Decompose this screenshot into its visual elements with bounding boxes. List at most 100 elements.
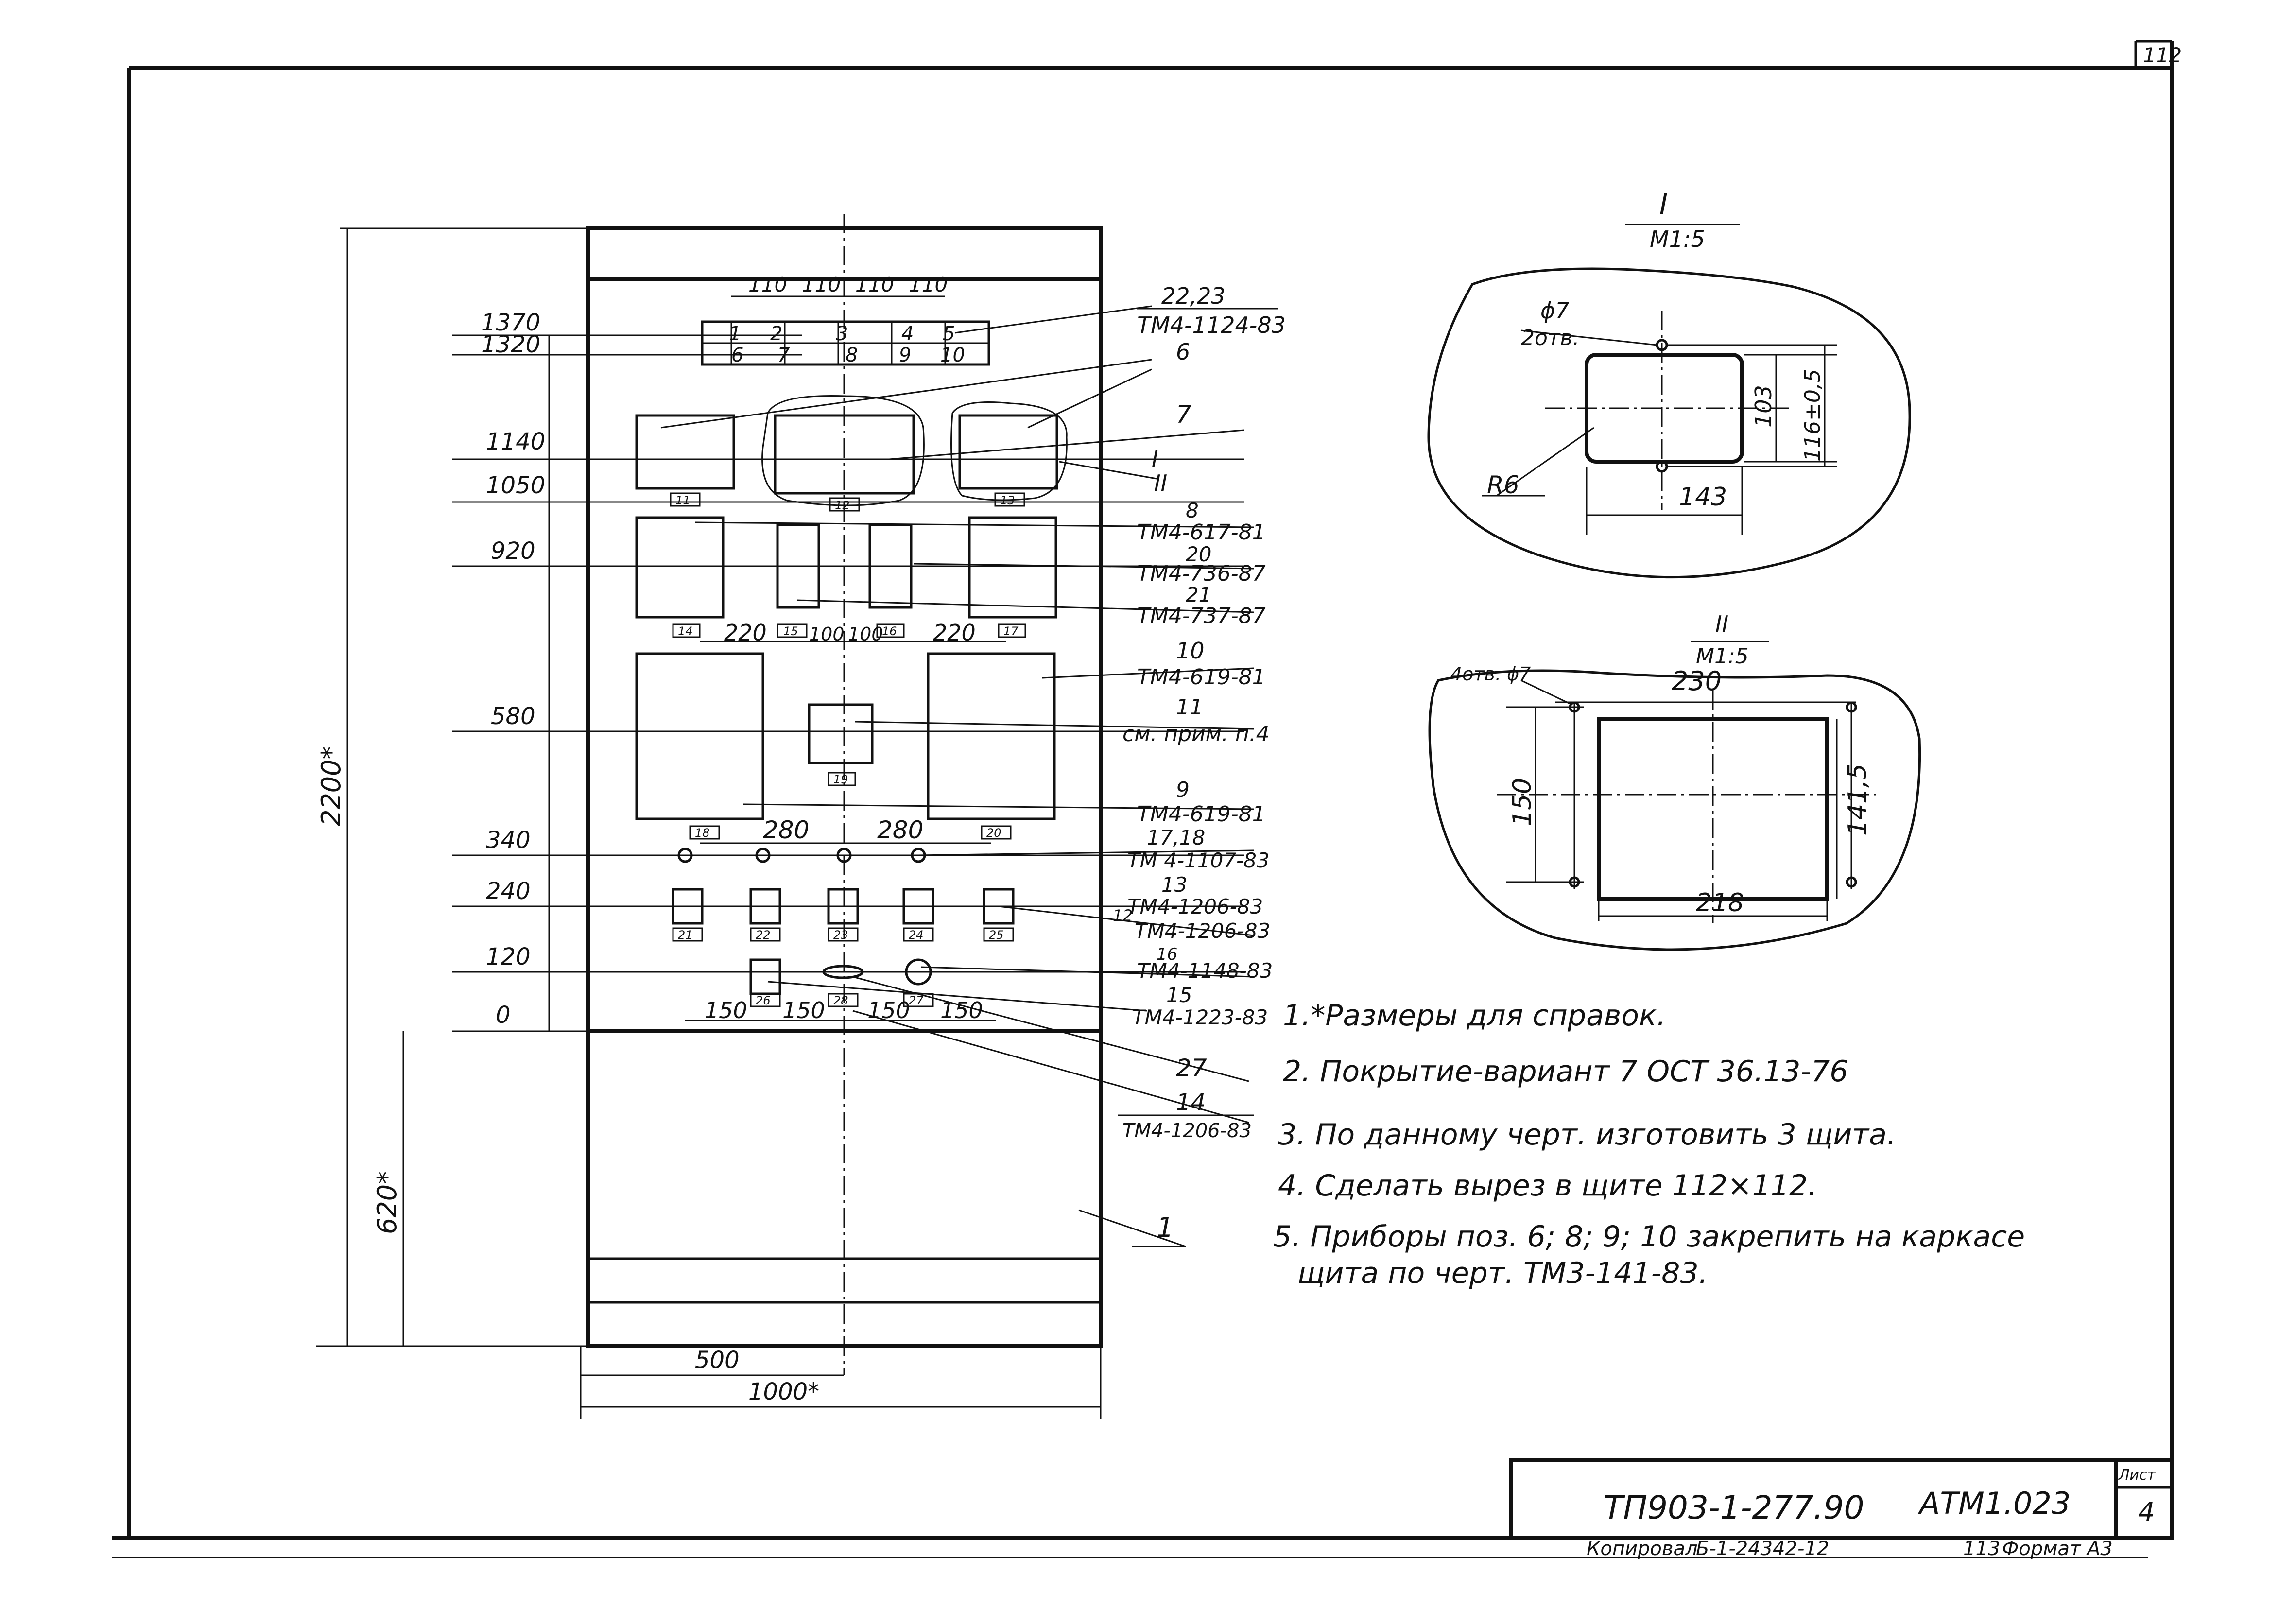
callout-17-18: 17,18 [1147, 826, 1205, 849]
tag-15: 15 [783, 624, 798, 638]
pitch-110-1: 110 [748, 273, 787, 296]
detail-I-hole-dia: ϕ7 [1540, 297, 1570, 324]
terminal-7: 7 [777, 344, 790, 366]
callout-6: 6 [1176, 339, 1190, 365]
note-2: 2. Покрытие-вариант 7 ОСТ 36.13-76 [1283, 1055, 1848, 1089]
terminal-8: 8 [846, 344, 858, 366]
callout-10: 10 [1176, 638, 1205, 664]
detail-II-right: 141,5 [1843, 763, 1872, 836]
width-dimension-lines [580, 1346, 1102, 1419]
detail-I-title: I [1659, 188, 1668, 221]
terminal-3: 3 [836, 323, 848, 345]
terminal-numbers: 1 2 3 4 5 6 7 8 9 10 [729, 323, 965, 366]
pitch-110-2: 110 [802, 273, 841, 296]
callout-16: 16 [1157, 945, 1177, 964]
callout-21: 21 [1186, 583, 1211, 606]
pitch-220-right: 220 [933, 620, 976, 646]
terminal-6: 6 [731, 344, 743, 366]
terminal-10: 10 [940, 344, 965, 366]
tag-14: 14 [678, 624, 693, 638]
note-5: 5. Приборы поз. 6; 8; 9; 10 закрепить на… [1273, 1220, 2025, 1254]
callouts: 22,23 ТМ4-1124-83 6 7 I II 8 ТМ4-617-81 … [1113, 283, 1286, 1247]
level-580: 580 [491, 703, 535, 730]
callout-14: 14 [1176, 1089, 1206, 1116]
note-4: 4. Сделать вырез в щите 112×112. [1278, 1169, 1817, 1203]
title-block: ТП903-1-277.90 АТМ1.023 Лист 4 Копировал… [1509, 1458, 2174, 1560]
detail-I-scale: М1:5 [1650, 226, 1705, 252]
level-920: 920 [491, 537, 535, 565]
tag-12: 12 [835, 499, 850, 512]
terminal-block [701, 295, 990, 366]
notes: 1.*Размеры для справок. 2. Покрытие-вари… [1273, 999, 2025, 1290]
doc-code: АТМ1.023 [1917, 1486, 2071, 1521]
note-5-cont: щита по черт. ТМ3-141-83. [1297, 1256, 1708, 1290]
overall-width-label: 1000* [748, 1378, 819, 1405]
tag-20: 20 [986, 826, 1001, 840]
leader-lines [660, 305, 1254, 1247]
callout-9: 9 [1176, 778, 1190, 802]
panel-front-view [586, 214, 1103, 1375]
tag-11: 11 [675, 494, 691, 507]
callout-7: 7 [1176, 400, 1191, 429]
level-0: 0 [496, 1002, 511, 1029]
callout-8: 8 [1186, 499, 1199, 522]
detail-I-radius: R6 [1487, 471, 1519, 499]
doc-number: ТП903-1-277.90 [1604, 1489, 1864, 1526]
tag-25: 25 [989, 928, 1004, 942]
sheet-corner-number: 112 [2143, 43, 2182, 67]
tag-21: 21 [678, 928, 693, 942]
detail-II-scale: М1:5 [1696, 644, 1749, 669]
detail-I-width: 143 [1679, 483, 1727, 512]
tag-18: 18 [695, 826, 710, 840]
detail-I-height: 103 [1750, 385, 1777, 428]
sheet-label: Лист [2118, 1467, 2157, 1484]
tag-16: 16 [882, 624, 897, 638]
switch-row-240 [672, 888, 1015, 942]
detail-I-height-tol: 116±0,5 [1800, 369, 1825, 462]
terminal-1: 1 [729, 323, 741, 345]
level-240: 240 [486, 878, 531, 905]
instrument-row-1140 [635, 395, 1068, 512]
callout-tm4-1206-83-a: ТМ4-1206-83 [1127, 895, 1263, 918]
level-1370: 1370 [481, 309, 540, 336]
callout-11: 11 [1176, 695, 1203, 720]
page-number: 113 [1963, 1538, 2000, 1560]
tag-13: 13 [1000, 494, 1015, 507]
pitch-280-right: 280 [877, 816, 923, 844]
instrument-row-580 [635, 652, 1056, 840]
callout-tm4-1148-83: ТМ4-1148-83 [1137, 959, 1273, 983]
detail-I: I М1:5 ϕ7 2отв. 103 116±0,5 R6 143 [1427, 188, 1911, 579]
detail-II: II М1:5 4отв. ϕ7 230 150 141,5 218 [1428, 611, 1921, 951]
position-tags: 11 12 13 14 15 16 17 19 18 20 21 22 23 2… [675, 494, 1019, 1007]
detail-II-title: II [1715, 611, 1728, 637]
tag-24: 24 [909, 928, 924, 942]
terminal-2: 2 [770, 323, 782, 345]
tag-28: 28 [833, 994, 848, 1007]
detail-II-bottom: 218 [1696, 888, 1744, 918]
level-1320: 1320 [481, 331, 540, 358]
pitch-150-3: 150 [867, 997, 910, 1023]
callout-tm4-619-81-b: ТМ4-619-81 [1137, 802, 1266, 827]
detail-II-holes [1569, 701, 1857, 888]
base-height-label: 620* [372, 1171, 402, 1234]
callout-tm4-737-87: ТМ4-737-87 [1137, 604, 1266, 628]
detail-II-holes-label: 4отв. ϕ7 [1450, 663, 1531, 685]
callout-1: 1 [1157, 1212, 1174, 1244]
terminal-5: 5 [943, 323, 955, 345]
pitch-100-a: 100 [809, 623, 845, 645]
note-3: 3. По данному черт. изготовить 3 щита. [1278, 1118, 1896, 1152]
callout-tm4-1223-83: ТМ4-1223-83 [1132, 1005, 1268, 1029]
terminal-4: 4 [901, 323, 914, 345]
pitch-220-left: 220 [724, 620, 767, 646]
inner-dimension-lines [685, 641, 1006, 1021]
callout-section-I: I [1152, 446, 1158, 472]
callout-22-23: 22,23 [1161, 283, 1226, 309]
copied-value: Б-1-24342-12 [1696, 1538, 1829, 1560]
pitch-150-1: 150 [705, 997, 747, 1023]
tag-26: 26 [756, 994, 771, 1007]
tag-19: 19 [833, 773, 848, 786]
level-labels: 1370 1320 1140 1050 920 580 340 240 120 … [481, 309, 545, 1029]
pitch-150-2: 150 [782, 997, 825, 1023]
callout-see-note-4: см. прим. п.4 [1122, 722, 1270, 746]
